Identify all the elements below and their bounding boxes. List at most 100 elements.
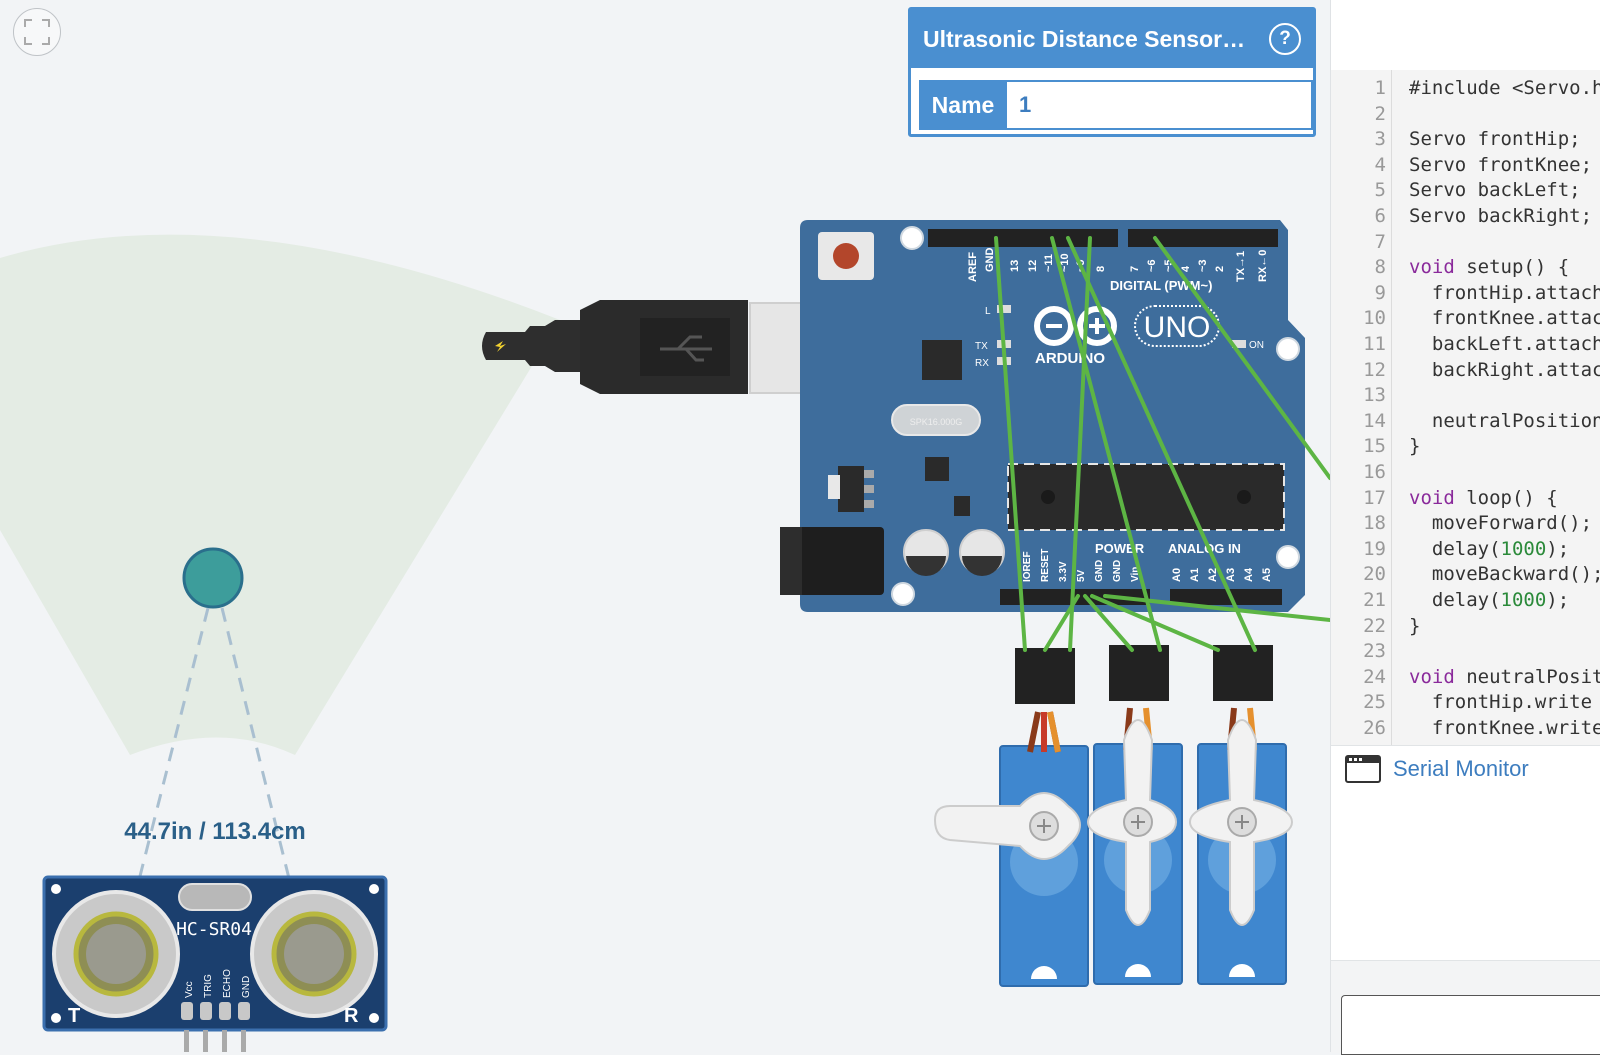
board-pin-label: 2: [1214, 266, 1226, 272]
code-line[interactable]: 11 backLeft.attach: [1331, 332, 1600, 357]
code-text: void setup() {: [1409, 256, 1570, 279]
code-line[interactable]: 23: [1331, 639, 1600, 664]
code-line[interactable]: 19 delay(1000);: [1331, 537, 1600, 562]
serial-input-field[interactable]: [1341, 995, 1600, 1055]
code-text: backLeft.attach: [1409, 333, 1600, 355]
code-line[interactable]: 21 delay(1000);: [1331, 588, 1600, 613]
line-number: 19: [1363, 537, 1386, 560]
code-line[interactable]: 9 frontHip.attach: [1331, 281, 1600, 306]
digital-pins-label: DIGITAL (PWM~): [1110, 278, 1212, 293]
line-number: 23: [1363, 640, 1386, 663]
code-text: }: [1409, 435, 1421, 458]
code-line[interactable]: 12 backRight.attach: [1331, 358, 1600, 383]
servo-motor-1[interactable]: [933, 648, 1089, 987]
code-line[interactable]: 7: [1331, 230, 1600, 255]
code-line[interactable]: 8 void setup() {: [1331, 255, 1600, 280]
code-line[interactable]: 1#include <Servo.h>: [1331, 76, 1600, 101]
code-text: Servo frontKnee;: [1409, 153, 1593, 176]
board-pin-label: RX←0: [1257, 250, 1269, 282]
sensor-pin-label: ECHO: [222, 969, 233, 998]
wire: [1090, 594, 1220, 652]
code-line[interactable]: 25 frontHip.write: [1331, 690, 1600, 715]
name-label: Name: [919, 80, 1007, 130]
board-pin-label: A2: [1207, 568, 1219, 582]
led-label-on: ON: [1249, 340, 1264, 351]
board-pin-label: 13: [1009, 260, 1021, 272]
board-pin-label: 5V: [1076, 569, 1087, 582]
wires[interactable]: [994, 236, 1330, 652]
sensor-model-text: HC-SR04: [176, 919, 252, 940]
line-number: 24: [1363, 665, 1386, 688]
code-line[interactable]: 13: [1331, 383, 1600, 408]
code-text: void loop() {: [1409, 486, 1558, 509]
code-text: neutralPosition: [1409, 409, 1600, 432]
code-toolbar: [1331, 0, 1600, 71]
wire: [1103, 594, 1330, 622]
board-pin-label: AREF: [967, 252, 979, 282]
line-number: 16: [1363, 461, 1386, 483]
led-label-l: L: [985, 306, 991, 317]
help-icon[interactable]: ?: [1269, 23, 1301, 55]
code-text: backRight.attach: [1409, 358, 1600, 381]
line-number: 13: [1363, 384, 1386, 407]
code-text: Servo backRight;: [1409, 205, 1593, 227]
code-line[interactable]: 15}: [1331, 434, 1600, 459]
code-line[interactable]: 18 moveForward();: [1331, 511, 1600, 536]
board-pin-label: Vin: [1130, 567, 1141, 582]
arduino-logo-icon: [1034, 306, 1117, 346]
circuit-canvas[interactable]: HC-SR04 Vcc TRIG ECHO GND T R: [0, 0, 1330, 1052]
board-pin-label: IOREF: [1022, 551, 1033, 582]
code-text: frontHip.attach: [1409, 281, 1600, 304]
board-pin-label: 7: [1129, 266, 1141, 272]
line-number: 20: [1363, 563, 1386, 586]
wire: [1153, 236, 1330, 480]
sensor-pin-label: GND: [241, 976, 252, 998]
code-line[interactable]: 20 moveBackward();: [1331, 562, 1600, 587]
code-text: frontKnee.attach: [1409, 307, 1600, 330]
code-text: moveForward();: [1409, 512, 1593, 535]
serial-monitor-icon: [1345, 755, 1381, 783]
board-pin-label: RESET: [1040, 549, 1051, 582]
wire: [994, 236, 1027, 652]
serial-monitor-header[interactable]: Serial Monitor: [1331, 745, 1600, 793]
code-line[interactable]: 2: [1331, 102, 1600, 127]
code-line[interactable]: 6 Servo backRight;: [1331, 204, 1600, 229]
line-number: 9: [1374, 281, 1386, 304]
board-pin-label: 3.3V: [1058, 561, 1069, 582]
wire: [1043, 594, 1080, 652]
code-line[interactable]: 26 frontKnee.write: [1331, 716, 1600, 741]
fit-view-button[interactable]: [13, 8, 61, 56]
code-line[interactable]: 14 neutralPosition: [1331, 409, 1600, 434]
code-line[interactable]: 16: [1331, 460, 1600, 485]
code-line[interactable]: 22}: [1331, 614, 1600, 639]
serial-input-bar: [1331, 960, 1600, 1055]
line-number: 8: [1374, 256, 1386, 279]
servo-motor-2[interactable]: [1086, 645, 1183, 985]
sensor-detection-area: [0, 234, 560, 755]
code-line[interactable]: 10 frontKnee.attach: [1331, 306, 1600, 331]
usb-icon: [660, 335, 712, 362]
line-number: 14: [1363, 409, 1386, 432]
ultrasonic-sensor[interactable]: HC-SR04 Vcc TRIG ECHO GND T R: [42, 875, 388, 1052]
sensor-pin-label: TRIG: [203, 974, 214, 998]
sensor-pin-label: Vcc: [184, 981, 195, 998]
name-input[interactable]: 1: [1007, 80, 1313, 130]
board-pin-label: ~3: [1197, 259, 1209, 272]
board-pin-label: GND: [984, 248, 996, 273]
line-number: 15: [1363, 435, 1386, 458]
power-lightning-icon: [495, 341, 506, 352]
servo-motor-3[interactable]: [1188, 645, 1294, 985]
line-number: 1: [1374, 77, 1386, 99]
detected-object[interactable]: [182, 547, 244, 609]
board-pin-label: ~6: [1146, 259, 1158, 272]
led-label-rx: RX: [975, 358, 989, 369]
line-number: 12: [1363, 358, 1386, 381]
line-number: 6: [1374, 205, 1386, 227]
